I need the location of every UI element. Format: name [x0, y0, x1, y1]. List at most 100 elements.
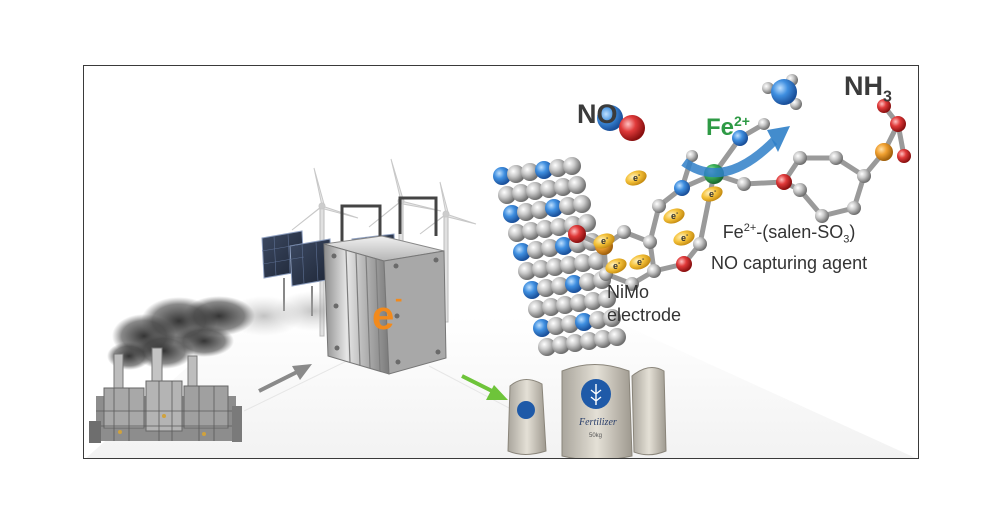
lattice-atom — [559, 197, 577, 215]
lattice-atom — [554, 178, 572, 196]
lattice-atom — [580, 332, 598, 350]
lattice-atom — [523, 281, 541, 299]
lattice-atom — [533, 319, 551, 337]
lattice-atom — [545, 199, 563, 217]
capturing-agent-label: Fe2+-(salen-SO3) NO capturing agent — [711, 217, 867, 275]
lattice-atom — [535, 161, 553, 179]
electron-marker: e- — [701, 186, 723, 202]
lattice-atom — [568, 176, 586, 194]
atom — [857, 169, 871, 183]
atom — [793, 151, 807, 165]
atom — [732, 130, 748, 146]
lattice-atom — [579, 273, 597, 291]
lattice-atom — [521, 163, 539, 181]
atom — [686, 150, 698, 162]
nimo-electrode — [493, 157, 626, 356]
electron-label: e — [671, 211, 676, 221]
lattice-atom — [517, 203, 535, 221]
lattice-atom — [561, 315, 579, 333]
electron-label: e — [681, 233, 686, 243]
atom — [890, 116, 906, 132]
lattice-atom — [556, 296, 574, 314]
lattice-atom — [536, 220, 554, 238]
lattice-atom — [550, 218, 568, 236]
lattice-atom — [532, 260, 550, 278]
lattice-atom — [513, 243, 531, 261]
atom — [847, 201, 861, 215]
molecule-atoms — [568, 99, 911, 291]
agent-formula: Fe2+-(salen-SO3) — [722, 222, 856, 246]
electron-minus: - — [714, 188, 717, 195]
lattice-atom — [570, 294, 588, 312]
electron-label: e — [601, 236, 606, 246]
lattice-atom — [498, 186, 516, 204]
electron-marker: e- — [629, 254, 651, 270]
fertilizer-bags: Fertilizer 50kg — [507, 364, 667, 458]
bag-label: Fertilizer — [578, 417, 617, 428]
lattice-atom — [531, 201, 549, 219]
electron-marker: e- — [673, 230, 695, 246]
lattice-atom — [518, 262, 536, 280]
no-label: NO — [577, 99, 618, 129]
electron-marker: e- — [663, 208, 685, 224]
curved-conversion-arrow — [681, 126, 790, 178]
lattice-atom — [555, 237, 573, 255]
lattice-atom — [588, 252, 606, 270]
atom — [793, 183, 807, 197]
lattice-atom — [566, 334, 584, 352]
lattice-atom — [528, 300, 546, 318]
fe-ion-label: Fe2+ — [706, 113, 750, 141]
battery-minus-label: - — [395, 286, 402, 311]
atom — [737, 177, 751, 191]
lattice-atom — [575, 313, 593, 331]
lattice-atom — [560, 256, 578, 274]
atom — [815, 209, 829, 223]
lattice-atom — [493, 167, 511, 185]
electron-minus: - — [618, 260, 621, 267]
lattice-atom — [542, 298, 560, 316]
atom — [647, 264, 661, 278]
electron-marker: e- — [605, 258, 627, 274]
nh3-molecule — [762, 74, 802, 110]
lattice-atom — [541, 239, 559, 257]
electrons: e-e-e-e-e-e-e- — [593, 170, 723, 274]
electron-minus: - — [606, 235, 609, 242]
lattice-atom — [540, 180, 558, 198]
atom — [829, 151, 843, 165]
arrow-factory-to-cell — [258, 364, 312, 393]
electron-label: e — [633, 173, 638, 183]
electron-minus: - — [638, 172, 641, 179]
atom — [693, 237, 707, 251]
scene: e - Fertilizer 50kg — [86, 74, 916, 458]
agent-description: NO capturing agent — [711, 252, 868, 273]
lattice-atom — [507, 165, 525, 183]
electron-label: e — [613, 261, 618, 271]
electron-minus: - — [676, 210, 679, 217]
arrow-cell-to-fertilizer — [461, 374, 508, 400]
electron-label: e — [709, 189, 714, 199]
lattice-atom — [589, 311, 607, 329]
lattice-atom — [546, 258, 564, 276]
lattice-atom — [584, 292, 602, 310]
electron-minus: - — [642, 256, 645, 263]
electron-marker: e- — [625, 170, 647, 186]
lattice-atom — [603, 309, 621, 327]
lattice-atom — [549, 159, 567, 177]
lattice-atom — [594, 330, 612, 348]
electrode-word: electrode — [607, 305, 682, 325]
lattice-atom — [522, 222, 540, 240]
atom — [877, 99, 891, 113]
electron-label: e — [637, 257, 642, 267]
lattice-atom — [512, 184, 530, 202]
battery-charge-label: e — [372, 294, 394, 338]
atom — [776, 174, 792, 190]
lattice-atom — [537, 279, 555, 297]
lattice-atom — [508, 224, 526, 242]
atom — [676, 256, 692, 272]
atom — [625, 277, 639, 291]
lattice-atom — [574, 254, 592, 272]
factory — [89, 347, 242, 443]
atom — [758, 118, 770, 130]
lattice-atom — [563, 157, 581, 175]
lattice-atom — [551, 277, 569, 295]
